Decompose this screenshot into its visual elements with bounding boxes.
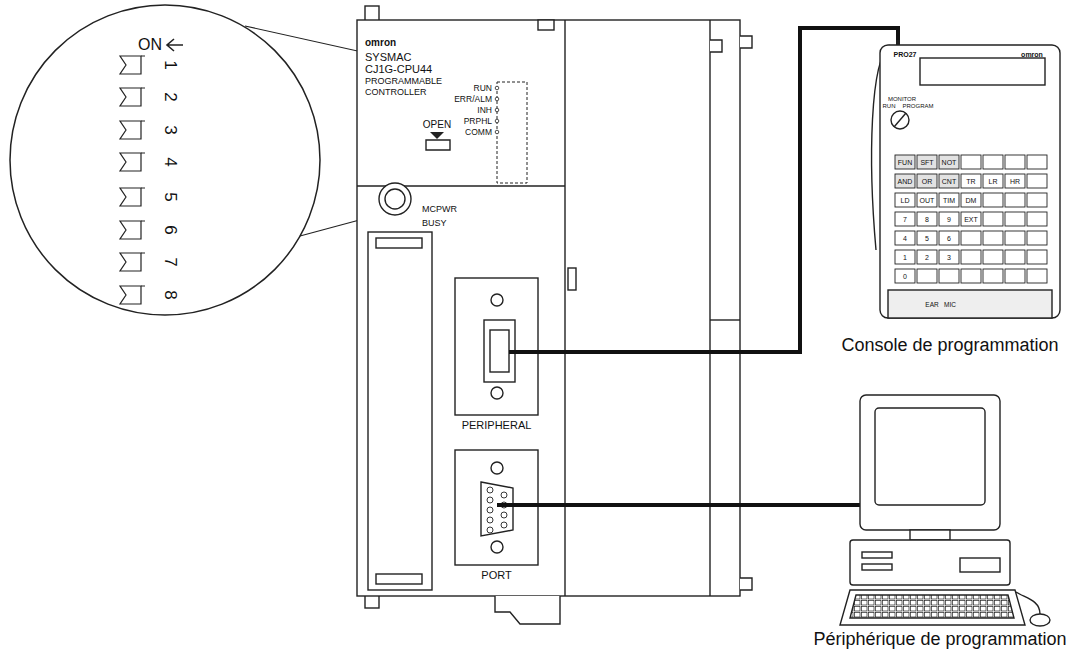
- console-marking: omron: [1021, 51, 1043, 58]
- unit-marking: MCPWR: [422, 205, 457, 214]
- personal-computer: [800, 395, 1050, 626]
- dip-switch-label: ON: [138, 37, 162, 53]
- dip-switch-label: 3: [162, 125, 179, 134]
- console-marking: 2: [925, 254, 929, 261]
- dip-switch: [120, 56, 145, 304]
- console-marking: PRO27: [894, 51, 917, 58]
- cpu-unit: [357, 6, 752, 624]
- console-marking: HR: [1010, 178, 1020, 185]
- dip-switch-location: [497, 82, 527, 183]
- port: PORT: [455, 450, 538, 585]
- console-marking: SFT: [920, 159, 933, 166]
- console-marking: LD: [901, 197, 910, 204]
- connector-pin: [487, 487, 507, 533]
- port: PERIPHERAL: [455, 278, 538, 438]
- console-marking: 6: [947, 235, 951, 242]
- console-marking: 8: [925, 216, 929, 223]
- dip-switch-label: 1: [162, 60, 179, 69]
- unit-marking: SYSMAC: [365, 52, 411, 63]
- console-marking: MIC: [944, 302, 956, 309]
- cable: [538, 28, 898, 352]
- console-marking: AND: [898, 178, 913, 185]
- console-marking: CNT: [942, 178, 956, 185]
- open-mark: [430, 132, 444, 139]
- console-marking: EAR: [925, 302, 938, 309]
- console-marking: FUN: [898, 159, 912, 166]
- unit-marking: ERR/ALM: [454, 95, 492, 104]
- device-caption: Console de programmation: [841, 335, 1058, 356]
- console-marking: 9: [947, 216, 951, 223]
- unit-marking: omron: [365, 38, 396, 48]
- dip-switch-label: 2: [162, 92, 179, 101]
- console-marking: 7: [903, 216, 907, 223]
- port-label: PORT: [481, 569, 511, 582]
- console-marking: 1: [903, 254, 907, 261]
- console-marking: TIM: [943, 197, 955, 204]
- unit-marking: BUSY: [422, 219, 447, 228]
- dip-switch-label: 6: [162, 225, 179, 234]
- console-marking: DM: [966, 197, 977, 204]
- console-marking: PROGRAM: [902, 103, 933, 109]
- console-marking: LR: [989, 178, 998, 185]
- unit-marking: PRPHL: [464, 117, 492, 126]
- dip-switch-label: 5: [162, 192, 179, 201]
- dip-switch-label: 8: [162, 290, 179, 299]
- zoom-circle: [10, 5, 320, 315]
- unit-marking: RUN: [474, 84, 492, 93]
- console-keys: [895, 155, 1047, 283]
- on-arrow: [167, 39, 183, 51]
- cable: [509, 350, 538, 354]
- console-marking: RUN: [883, 103, 896, 109]
- programming-console: [872, 40, 1060, 318]
- indicator-led: [495, 86, 499, 134]
- unit-marking: PROGRAMMABLE: [365, 77, 442, 86]
- console-marking: MONITOR: [888, 96, 916, 102]
- dip-switch-label: 4: [162, 157, 179, 166]
- port-label: PERIPHERAL: [462, 419, 532, 432]
- console-marking: NOT: [942, 159, 957, 166]
- unit-marking: COMM: [465, 128, 492, 137]
- console-marking: EXT: [964, 216, 978, 223]
- device-caption: Périphérique de programmation: [813, 629, 1066, 650]
- device: Périphérique de programmation: [800, 395, 1080, 653]
- unit-marking: CJ1G-CPU44: [365, 64, 432, 75]
- unit-marking: INH: [477, 106, 492, 115]
- cable: [538, 503, 800, 507]
- console-marking: 5: [925, 235, 929, 242]
- console-marking: TR: [966, 178, 975, 185]
- console-marking: 3: [947, 254, 951, 261]
- console-marking: 0: [903, 273, 907, 280]
- unit-marking: OPEN: [423, 120, 451, 130]
- dip-switch-label: 7: [162, 257, 179, 266]
- unit-marking: CONTROLLER: [365, 88, 427, 97]
- cable: [497, 503, 538, 507]
- console-marking: 4: [903, 235, 907, 242]
- console-marking: OUT: [920, 197, 935, 204]
- console-marking: OR: [922, 178, 933, 185]
